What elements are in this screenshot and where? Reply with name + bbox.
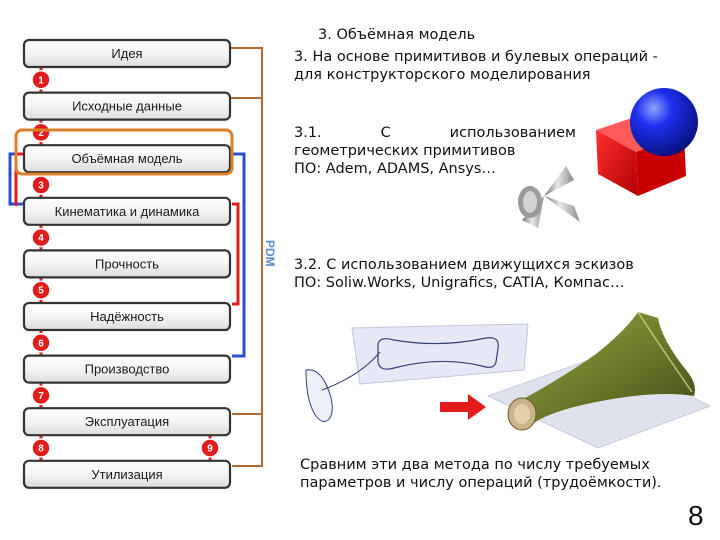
step-badge-circle: [31, 122, 51, 143]
section-3-1-number: 3.1.: [294, 125, 322, 141]
step-badge: 6: [31, 333, 51, 353]
step-badge-number: 5: [38, 286, 44, 297]
step-badge-number: 4: [38, 233, 44, 244]
stage-label: Утилизация: [91, 467, 162, 482]
step-badge-circle: [200, 438, 220, 458]
subtitle-line-1: 3. На основе примитивов и булевых операц…: [294, 49, 658, 65]
stage-box: Утилизация: [22, 459, 232, 489]
stage-label: Объёмная модель: [71, 151, 182, 166]
section-3-2-line-1: 3.2. С использованием движущихся эскизов: [294, 257, 634, 273]
section-3-2: 3.2. С использованием движущихся эскизов…: [294, 256, 714, 292]
stage-box: Эксплуатация: [22, 407, 232, 437]
step-badge-circle: [31, 70, 51, 90]
stage-box-frame: [22, 459, 232, 489]
stage-box: Производство: [22, 354, 232, 384]
step-badge-number: 8: [38, 444, 44, 455]
section-3-2-software: ПО: Soliw.Works, Unigrafics, CATIA, Комп…: [294, 275, 625, 291]
comparison-note: Сравним эти два метода по числу требуемы…: [300, 456, 710, 492]
step-badge-number: 7: [38, 391, 44, 402]
sketch-curve-icon: [305, 323, 529, 422]
slide-title: 3. Объёмная модель: [318, 27, 476, 43]
green-swept-body-icon: [486, 311, 712, 449]
stage-highlight: [14, 128, 234, 176]
page-number: 8: [688, 500, 704, 531]
step-badge-circle: [31, 280, 51, 300]
step-badge: 7: [31, 385, 51, 406]
step-badge-number: 1: [38, 75, 44, 86]
pdm-loop: [230, 47, 263, 467]
stage-box: Идея: [22, 38, 232, 69]
stage-box-frame: [22, 249, 232, 279]
stage-box: Объёмная модель: [22, 144, 232, 174]
step-badge: 4: [31, 227, 51, 248]
stage-label: Кинематика и динамика: [55, 204, 200, 219]
stage-box-frame: [22, 407, 232, 437]
step-badge-circle: [31, 175, 51, 195]
stage-box-frame: [22, 196, 232, 226]
stage-label: Исходные данные: [72, 99, 182, 114]
step-badge: 2: [31, 122, 51, 143]
step-badge-circle: [31, 227, 51, 248]
step-badge-circle: [31, 333, 51, 353]
stage-box-frame: [22, 144, 232, 174]
step-badge: 8: [31, 438, 51, 458]
red-feedback-loop: [14, 152, 240, 306]
step-badge-number: 3: [38, 181, 44, 192]
step-badge: 5: [31, 280, 51, 300]
section-3-1-line-2: геометрических примитивов: [294, 143, 516, 159]
grey-cones-icon: [518, 166, 580, 228]
stage-box-frame: [22, 301, 232, 332]
red-cube-blue-sphere-icon: [596, 88, 698, 196]
step-badge-number: 2: [38, 128, 44, 139]
step-badge-number: 6: [38, 338, 44, 349]
stage-box: Исходные данные: [22, 91, 232, 121]
stage-box-frame: [22, 91, 232, 121]
stage-label: Надёжность: [90, 309, 164, 324]
stage-box: Прочность: [22, 249, 232, 279]
section-3-1-word: использованием: [449, 125, 576, 141]
section-3-1-word: С: [380, 125, 391, 141]
stage-label: Идея: [111, 46, 142, 61]
stage-box: Надёжность: [22, 301, 232, 332]
red-arrow-icon: [440, 394, 486, 420]
stage-label: Производство: [85, 362, 170, 377]
stage-box: Кинематика и динамика: [22, 196, 232, 226]
step-badge-number: 9: [207, 444, 213, 455]
comparison-line-2: параметров и числу операций (трудоёмкост…: [300, 475, 662, 491]
stage-label: Эксплуатация: [85, 414, 169, 429]
step-badge-circle: [31, 385, 51, 406]
slide-subtitle: 3. На основе примитивов и булевых операц…: [294, 48, 714, 84]
stage-label: Прочность: [95, 256, 159, 271]
subtitle-line-2: для конструкторского моделирования: [294, 67, 591, 83]
section-3-1: 3.1. С использованием геометрических при…: [294, 124, 584, 178]
step-badge: 1: [31, 70, 51, 90]
section-3-1-software: ПО: Adem, ADAMS, Ansys…: [294, 161, 496, 177]
comparison-line-1: Сравним эти два метода по числу требуемы…: [300, 457, 650, 473]
step-badge: 9: [200, 438, 220, 458]
step-badge: 3: [31, 175, 51, 195]
stage-box-frame: [22, 38, 232, 69]
stage-box-frame: [22, 354, 232, 384]
step-badge-circle: [31, 438, 51, 458]
pdm-label: PDM: [263, 240, 277, 267]
step-badges: 1 2 3 4 5 6 7 8 9: [31, 70, 220, 458]
